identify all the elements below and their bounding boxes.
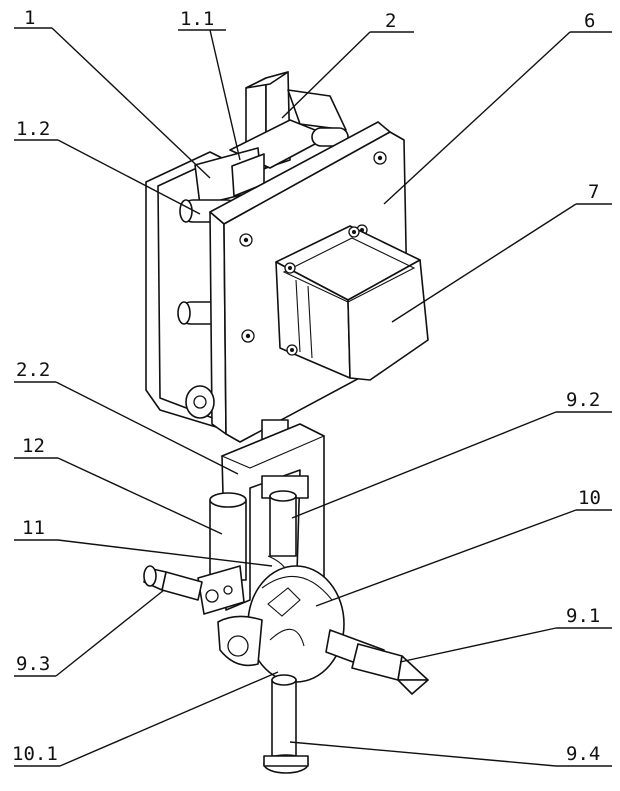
label-2-2: 2.2 xyxy=(16,359,50,381)
bottom-post xyxy=(264,675,308,773)
label-2: 2 xyxy=(385,10,396,32)
label-1-1: 1.1 xyxy=(180,8,214,30)
label-7: 7 xyxy=(588,181,599,203)
label-9-3: 9.3 xyxy=(16,653,50,675)
label-9-4: 9.4 xyxy=(566,743,600,765)
label-12: 12 xyxy=(22,435,45,457)
label-9-1: 9.1 xyxy=(566,605,600,627)
label-1-2: 1.2 xyxy=(16,118,50,140)
label-10-1: 10.1 xyxy=(12,743,58,765)
label-6: 6 xyxy=(584,10,595,32)
label-10: 10 xyxy=(578,487,601,509)
label-1: 1 xyxy=(24,7,35,29)
cylinder-actuator xyxy=(198,493,246,614)
label-11: 11 xyxy=(22,517,45,539)
right-spindle xyxy=(326,630,428,694)
label-9-2: 9.2 xyxy=(566,389,600,411)
left-spindle xyxy=(144,566,202,600)
